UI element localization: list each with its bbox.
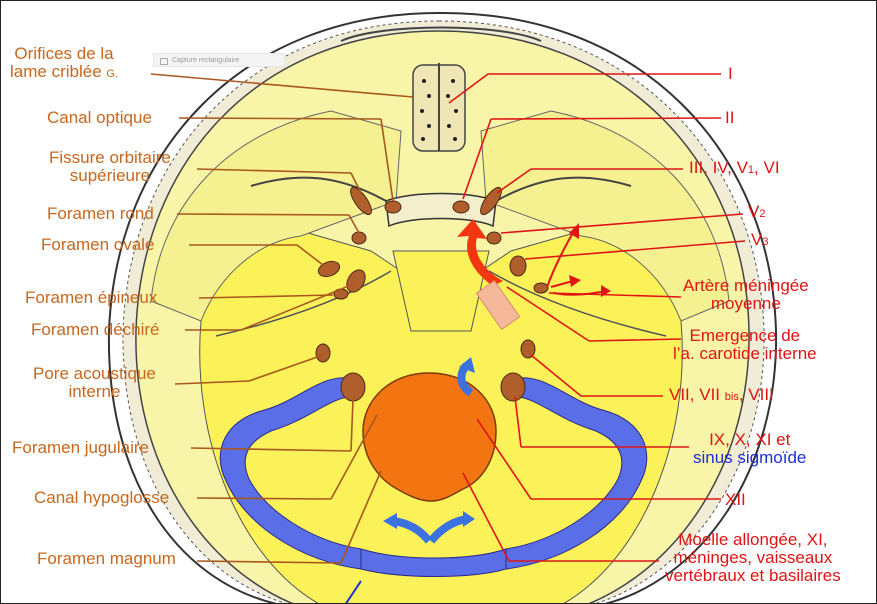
- label-orifices-lame-criblee: Orifices de la lame criblée G.: [10, 45, 118, 83]
- label-nerfs-ix-x-xi: IX, X, XI et sinus sigmoïde: [693, 431, 806, 467]
- label-foramen-dechire: Foramen déchiré: [31, 321, 160, 339]
- label-emergence-carotide: Emergence de l’a. carotide interne: [673, 327, 817, 363]
- label-canal-optique: Canal optique: [47, 109, 152, 127]
- label-nerfs-iii-iv-v1-vi: III, IV, V1, VI: [689, 159, 780, 179]
- label-nerf-v3: V3: [751, 231, 768, 251]
- label-nerf-v2: V2: [748, 203, 765, 223]
- label-artere-meningee: Artère méningée moyenne: [683, 277, 809, 313]
- jugular-foramen-right: [501, 373, 525, 401]
- label-sinus-sigmoide: sinus sigmoïde: [693, 449, 806, 467]
- label-foramen-jugulaire: Foramen jugulaire: [12, 439, 149, 457]
- label-foramen-epineux: Foramen épineux: [25, 289, 157, 307]
- label-fissure-orbitaire: Fissure orbitaire supérieure: [49, 149, 171, 185]
- snip-icon: [160, 58, 168, 65]
- label-canal-hypoglosse: Canal hypoglosse: [34, 489, 169, 507]
- label-foramen-magnum: Foramen magnum: [37, 550, 176, 568]
- label-foramen-ovale: Foramen ovale: [41, 236, 154, 254]
- snip-label: Capture rectangulaire: [172, 57, 239, 64]
- label-nerf-ii: II: [725, 109, 734, 127]
- label-nerf-xii: XII: [725, 491, 746, 509]
- label-foramen-rond: Foramen rond: [47, 205, 154, 223]
- label-nerf-i: I: [728, 65, 733, 83]
- label-nerfs-vii-viii: VII, VII bis, VIII: [669, 386, 774, 406]
- label-pore-acoustique: Pore acoustique interne: [33, 365, 156, 401]
- jugular-foramen-left: [341, 373, 365, 401]
- snip-tool-overlay: Capture rectangulaire: [153, 53, 285, 67]
- label-moelle-allongee: Moelle allongée, XI, méninges, vaisseaux…: [665, 531, 841, 585]
